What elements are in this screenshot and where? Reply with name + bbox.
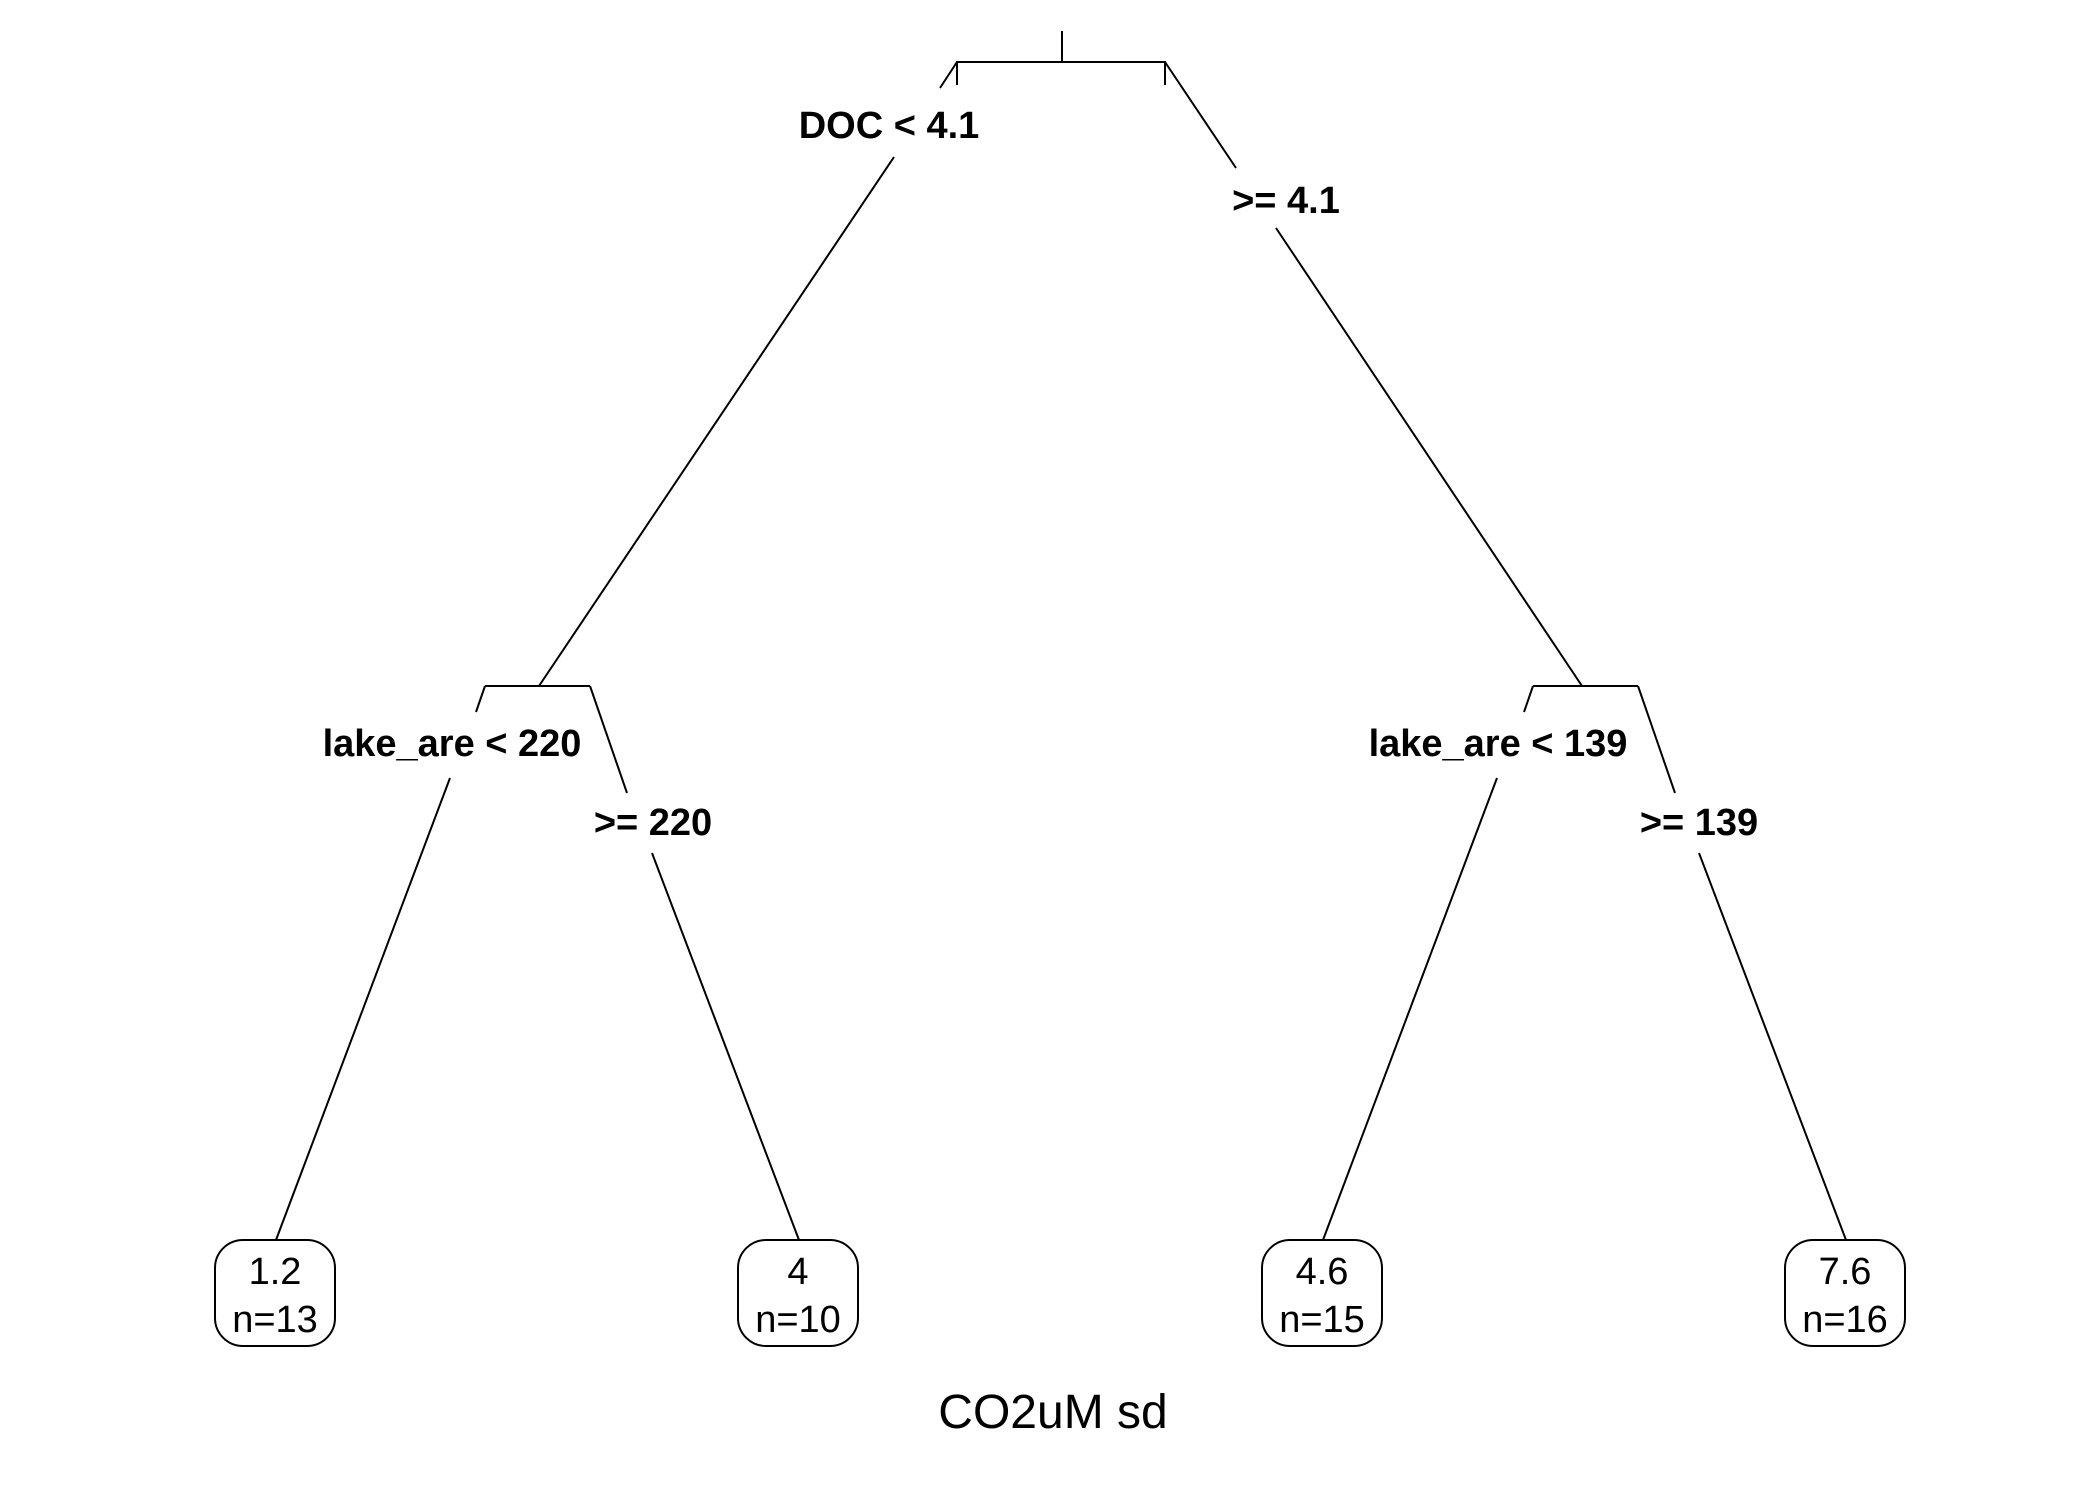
root-right-label: >= 4.1 bbox=[1232, 180, 1340, 222]
right-split-right-label: >= 139 bbox=[1640, 802, 1758, 844]
leaf-value-1: 1.2 bbox=[249, 1251, 302, 1293]
edge-to-leaf-3 bbox=[1322, 777, 1498, 1241]
right-split-right-top bbox=[1637, 685, 1676, 794]
right-split-left-label: lake_are < 139 bbox=[1369, 723, 1628, 765]
leaf-node-3: 4.6 n=15 bbox=[1261, 1239, 1383, 1347]
left-split-left-top bbox=[475, 685, 486, 713]
leaf-node-2: 4 n=10 bbox=[737, 1239, 859, 1347]
diagram-caption: CO2uM sd bbox=[938, 1386, 1167, 1439]
root-left-label: DOC < 4.1 bbox=[799, 105, 980, 147]
leaf-box-4 bbox=[1784, 1239, 1906, 1347]
right-split-left-top bbox=[1523, 685, 1534, 713]
root-right-edge bbox=[1275, 227, 1583, 687]
root-bracket bbox=[956, 61, 1166, 85]
edge-to-leaf-4 bbox=[1698, 852, 1847, 1241]
leaf-node-4: 7.6 n=16 bbox=[1784, 1239, 1906, 1347]
edge-to-leaf-2 bbox=[651, 852, 800, 1241]
root-left-edge bbox=[538, 156, 895, 687]
left-split-right-label: >= 220 bbox=[594, 802, 712, 844]
leaf-value-3: 4.6 bbox=[1296, 1251, 1349, 1293]
leaf-box-2 bbox=[737, 1239, 859, 1347]
leaf-count-2: n=10 bbox=[755, 1299, 841, 1341]
leaf-value-4: 7.6 bbox=[1819, 1251, 1872, 1293]
root-left-edge-top bbox=[939, 61, 958, 89]
left-split-right-top bbox=[589, 685, 628, 794]
root-right-edge-top bbox=[1164, 61, 1237, 169]
left-split-left-label: lake_are < 220 bbox=[323, 723, 582, 765]
leaf-node-1: 1.2 n=13 bbox=[214, 1239, 336, 1347]
leaf-box-1 bbox=[214, 1239, 336, 1347]
edge-to-leaf-1 bbox=[275, 777, 451, 1241]
leaf-value-2: 4 bbox=[787, 1251, 808, 1293]
leaf-count-4: n=16 bbox=[1802, 1299, 1888, 1341]
leaf-count-3: n=15 bbox=[1279, 1299, 1365, 1341]
leaf-count-1: n=13 bbox=[232, 1299, 318, 1341]
leaf-box-3 bbox=[1261, 1239, 1383, 1347]
